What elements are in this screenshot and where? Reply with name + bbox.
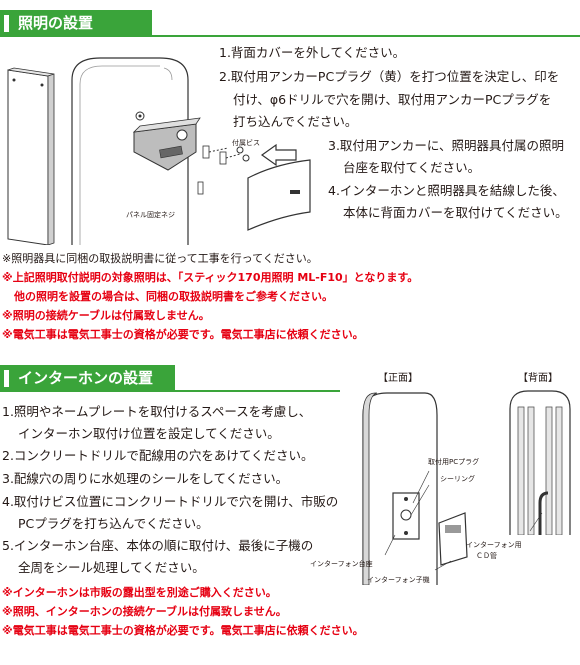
cd-pipe-label-2: ＣＤ管 [476, 552, 497, 560]
panel-screw-label: パネル固定ネジ [126, 211, 175, 219]
cd-pipe-label-1: インターフォン用 [466, 541, 522, 549]
step-1-4b: 本体に背面カバーを取付けてください。 [343, 205, 568, 220]
intercom-front-illustration [362, 392, 468, 585]
step-2-5b: 全周をシール処理してください。 [18, 560, 205, 575]
step-2-1b: インターホン取付け位置を設定してください。 [18, 426, 280, 441]
step-1-4: 4.インターホンと照明器具を結線した後、 [328, 183, 565, 198]
front-view-label: 【正面】 [378, 373, 418, 384]
section-header-lighting: 照明の設置 [0, 10, 152, 37]
step-2-5: 5.インターホン台座、本体の順に取付け、最後に子機の [2, 538, 314, 553]
step-1-3: 3.取付用アンカーに、照明器具付属の照明 [328, 138, 565, 153]
note-1-3: 他の照明を設置の場合は、同梱の取扱説明書をご参考ください。 [14, 290, 333, 303]
handset-label: インターフォン子機 [367, 576, 430, 584]
step-2-4: 4.取付けビス位置にコンクリートドリルで穴を開け、市販の [2, 494, 339, 509]
note-2-1: ※インターホンは市販の露出型を別途ご購入ください。 [2, 586, 277, 599]
header-underline [0, 35, 580, 37]
anchor-plugs [197, 145, 250, 195]
note-1-5: ※電気工事は電気工事士の資格が必要です。電気工事店に依頼ください。 [2, 328, 364, 341]
step-2-1: 1.照明やネームプレートを取付けるスペースを考慮し、 [2, 404, 312, 419]
back-cover-panel [7, 67, 55, 245]
lamp-fixture [132, 111, 201, 171]
step-1-1: 1.背面カバーを外してください。 [219, 45, 406, 60]
note-2-3: ※電気工事は電気工事士の資格が必要です。電気工事店に依頼ください。 [2, 624, 364, 637]
direction-arrow [260, 143, 297, 167]
header-underline [0, 390, 340, 392]
sealing-label: シーリング [440, 475, 475, 483]
base-label: インターフォン台座 [310, 560, 373, 568]
step-2-4b: PCプラグを打ち込んでください。 [18, 516, 209, 531]
section-header-intercom: インターホンの設置 [0, 365, 175, 392]
lamp-cover [247, 159, 311, 231]
step-2-3: 3.配線穴の周りに水処理のシールをしてください。 [2, 471, 289, 486]
post-body [71, 57, 189, 245]
back-view-label: 【背面】 [518, 373, 558, 384]
step-1-2b: 付け、φ6ドリルで穴を開け、取付用アンカーPCプラグを [233, 92, 552, 107]
pc-plug-label: 取付用PCプラグ [428, 458, 480, 466]
note-2-2: ※照明、インターホンの接続ケーブルは付属致しません。 [2, 605, 287, 618]
step-2-2: 2.コンクリートドリルで配線用の穴をあけてください。 [2, 448, 314, 463]
note-1-2: ※上記照明取付説明の対象照明は、「スティック170用照明 ML-F10」となりま… [2, 271, 419, 284]
intercom-back-illustration [509, 390, 571, 535]
step-1-2: 2.取付用アンカーPCプラグ（黄）を打つ位置を決定し、印を [219, 69, 560, 84]
step-1-3b: 台座を取付てください。 [343, 160, 481, 175]
section-title: インターホンの設置 [18, 369, 154, 387]
lighting-install-illustration [7, 57, 311, 245]
step-1-2c: 打ち込んでください。 [233, 114, 358, 129]
note-1-4: ※照明の接続ケーブルは付属致しません。 [2, 309, 210, 322]
note-1-1: ※照明器具に同梱の取扱説明書に従って工事を行ってください。 [2, 252, 318, 265]
section-title: 照明の設置 [18, 14, 94, 32]
screw-label: 付属ビス [232, 139, 260, 147]
